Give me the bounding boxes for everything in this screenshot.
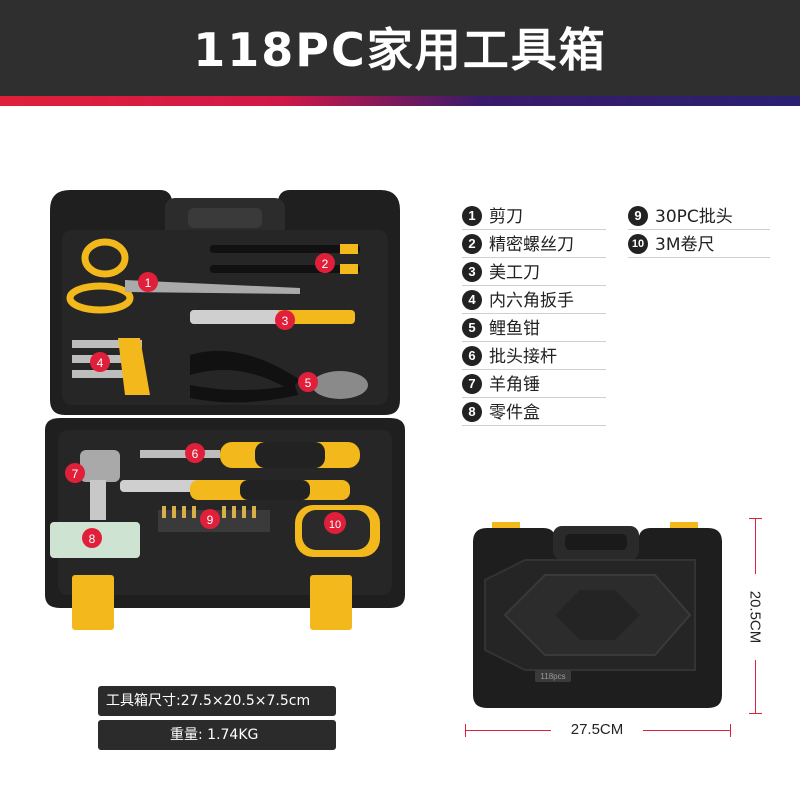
photo-marker-4: 4 — [97, 356, 104, 370]
legend-item: 6 批头接杆 — [462, 345, 606, 370]
closed-toolbox-image: 118pcs — [473, 522, 722, 708]
legend-number: 5 — [462, 318, 482, 338]
photo-marker-1: 1 — [145, 276, 152, 290]
legend-label: 剪刀 — [489, 207, 523, 227]
legend-item: 1 剪刀 — [462, 205, 606, 230]
legend-number: 10 — [628, 234, 648, 254]
legend-item: 9 30PC批头 — [628, 205, 770, 230]
legend-number: 3 — [462, 262, 482, 282]
legend-label: 3M卷尺 — [655, 235, 715, 255]
legend-number: 4 — [462, 290, 482, 310]
photo-marker-3: 3 — [282, 314, 289, 328]
legend-number: 9 — [628, 206, 648, 226]
legend-number: 1 — [462, 206, 482, 226]
legend-item: 10 3M卷尺 — [628, 233, 770, 258]
photo-marker-8: 8 — [89, 532, 96, 546]
legend-item: 8 零件盒 — [462, 401, 606, 426]
legend-item: 7 羊角锤 — [462, 373, 606, 398]
legend-number: 6 — [462, 346, 482, 366]
photo-marker-2: 2 — [322, 257, 329, 271]
legend-number: 2 — [462, 234, 482, 254]
legend-label: 批头接杆 — [489, 347, 557, 367]
legend-label: 羊角锤 — [489, 375, 540, 395]
case-badge: 118pcs — [540, 672, 565, 681]
photo-marker-9: 9 — [207, 513, 214, 527]
size-spec: 工具箱尺寸:27.5×20.5×7.5cm — [98, 686, 336, 716]
legend-label: 30PC批头 — [655, 207, 733, 227]
legend-label: 内六角扳手 — [489, 291, 574, 311]
width-dimension-label: 27.5CM — [551, 720, 643, 740]
photo-marker-5: 5 — [305, 376, 312, 390]
photo-marker-7: 7 — [72, 467, 79, 481]
legend-number: 8 — [462, 402, 482, 422]
legend-label: 精密螺丝刀 — [489, 235, 574, 255]
header-bar — [0, 0, 800, 96]
legend-item: 2 精密螺丝刀 — [462, 233, 606, 258]
photo-marker-6: 6 — [192, 447, 199, 461]
legend-label: 美工刀 — [489, 263, 540, 283]
open-toolbox-image: 1 2 3 4 5 7 6 8 9 10 — [45, 190, 405, 630]
legend-number: 7 — [462, 374, 482, 394]
legend-item: 4 内六角扳手 — [462, 289, 606, 314]
height-dimension-label: 20.5CM — [746, 590, 764, 644]
legend-label: 鲤鱼钳 — [489, 319, 540, 339]
legend-item: 3 美工刀 — [462, 261, 606, 286]
photo-marker-10: 10 — [329, 519, 341, 531]
height-label-bg — [735, 574, 775, 660]
legend-label: 零件盒 — [489, 403, 540, 423]
page-title: 118PC家用工具箱 — [193, 23, 607, 77]
weight-spec: 重量: 1.74KG — [98, 720, 336, 750]
legend-item: 5 鲤鱼钳 — [462, 317, 606, 342]
header-stripe — [0, 96, 800, 106]
